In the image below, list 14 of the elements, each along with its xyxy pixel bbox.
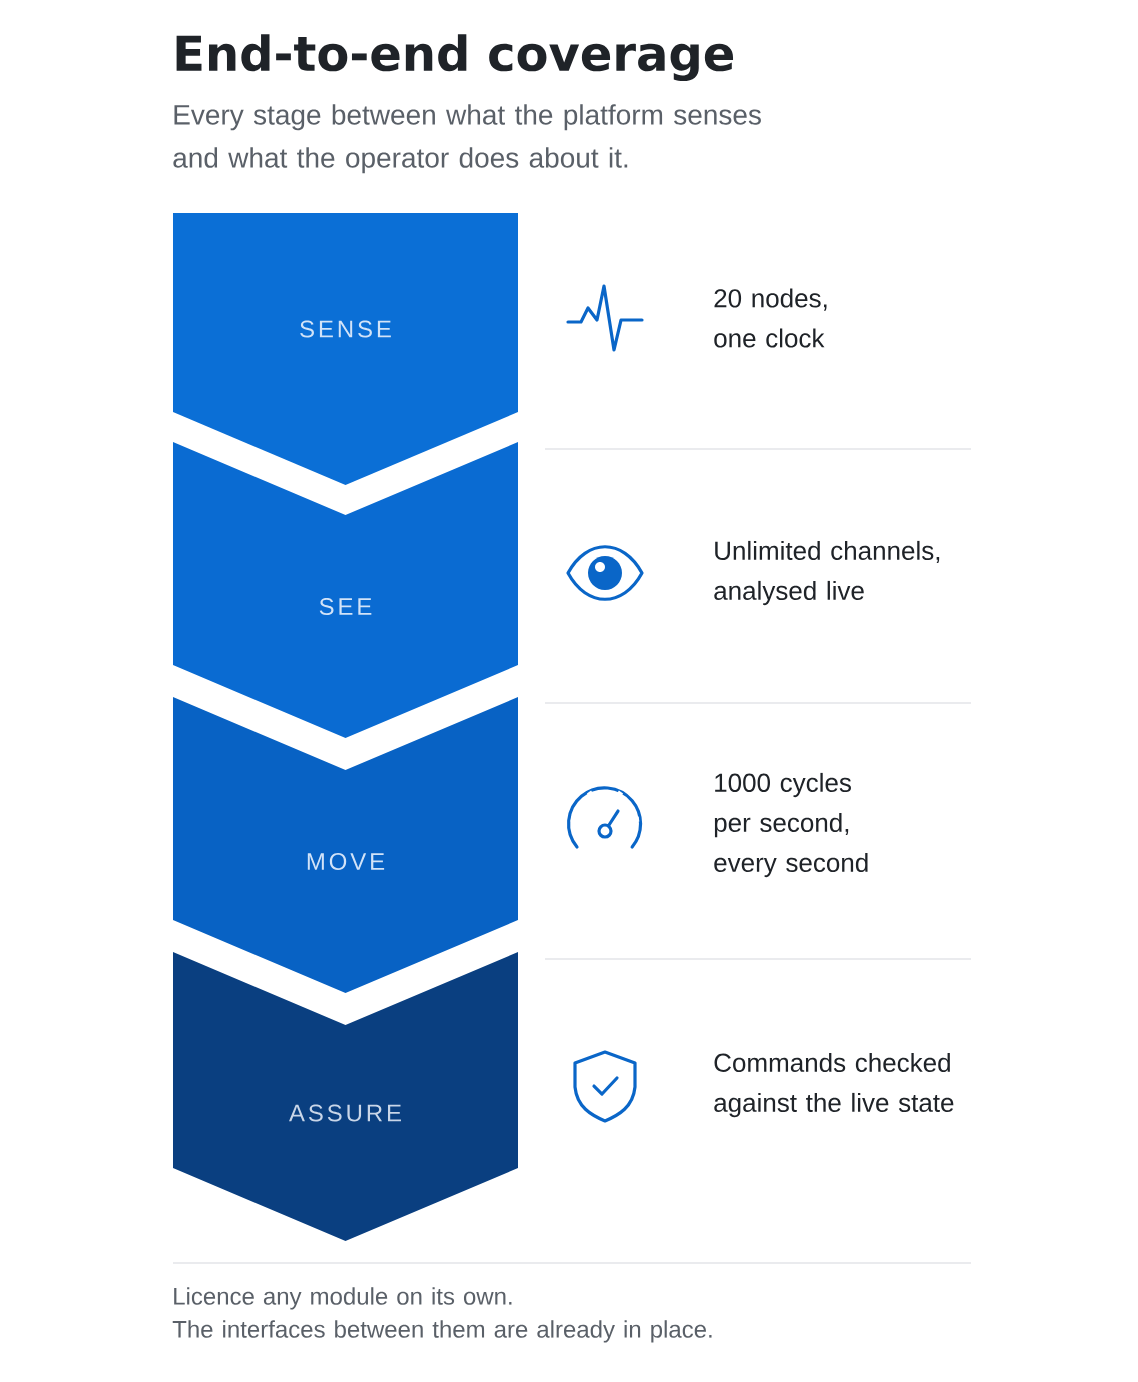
subtitle: Every stage between what the platform senses and what the operator does about it. bbox=[173, 104, 761, 174]
node-label: SENSE bbox=[300, 320, 391, 338]
footnote: The interfaces between them are already in place. bbox=[172, 1320, 712, 1343]
title: End-to-end coverage bbox=[176, 34, 733, 82]
chevron-step: ASSURE bbox=[173, 952, 518, 1241]
chevron-step: SENSE bbox=[173, 213, 518, 485]
node-label: SEE bbox=[319, 598, 372, 616]
chevron-step: MOVE bbox=[173, 697, 518, 993]
description: Unlimited channels, analysed live bbox=[714, 540, 940, 606]
description: 1000 cycles per second, every second bbox=[714, 772, 868, 878]
description: Commands checked against the live state bbox=[714, 1052, 954, 1118]
footnote: Licence any module on its own. bbox=[174, 1287, 512, 1310]
description: 20 nodes, one clock bbox=[714, 288, 827, 348]
chevron-step: SEE bbox=[173, 442, 518, 738]
